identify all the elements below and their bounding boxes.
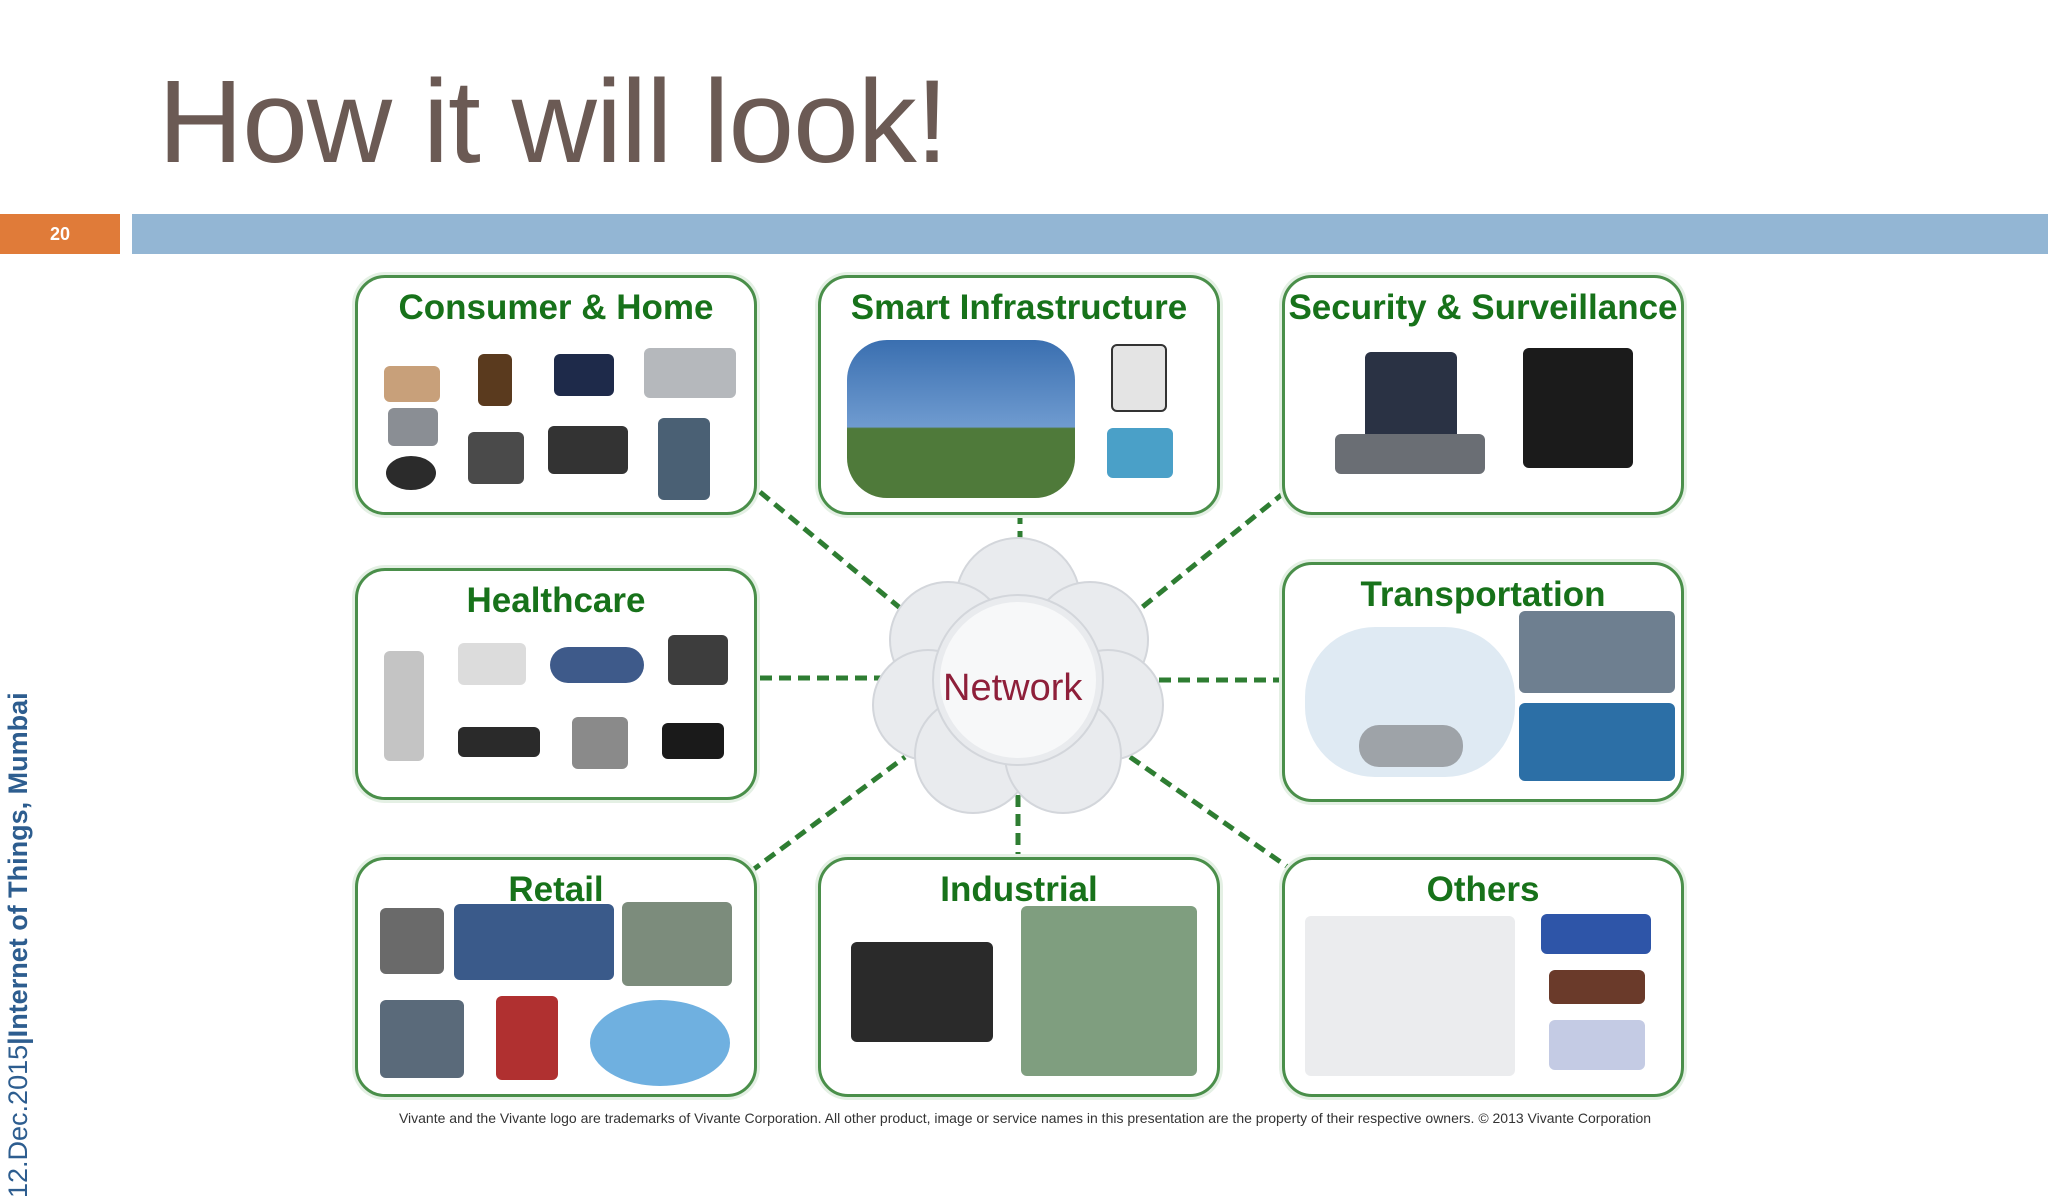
printer-icon [384, 366, 440, 402]
side-caption: 12.Dec.2015 | Internet of Things, Mumbai [0, 598, 36, 1198]
touchscreen-icon [668, 635, 728, 685]
box-title-infrastructure: Smart Infrastructure [850, 288, 1188, 327]
medical-cart-icon [384, 651, 424, 761]
box-smart-infrastructure: Smart Infrastructure [818, 275, 1220, 515]
car-interior-icon [644, 348, 736, 398]
box-title-consumer: Consumer & Home [398, 288, 714, 327]
box-title-others: Others [1426, 870, 1540, 909]
pulse-oximeter-icon [662, 723, 724, 759]
smart-display-icon [1107, 428, 1173, 478]
link-consumer [758, 490, 907, 614]
city-icon [1519, 611, 1675, 693]
car-icon [1359, 725, 1463, 767]
kiosk-stand-icon [380, 908, 444, 974]
person-icon [658, 418, 710, 500]
trademark-note: Vivante and the Vivante logo are tradema… [398, 1110, 1652, 1126]
kiosk-icon [478, 354, 512, 406]
sensor-network-icon [1305, 916, 1515, 1076]
cameras-icon [1335, 434, 1485, 474]
mesh-network-icon [1549, 1020, 1645, 1070]
slide-number: 20 [0, 214, 120, 254]
house-icon [847, 340, 1075, 498]
link-security [1128, 490, 1287, 619]
link-retail [748, 754, 907, 875]
network-label: Network [943, 667, 1083, 709]
vending-icon [496, 996, 558, 1080]
box-security-surveillance: Security & Surveillance [1282, 275, 1684, 515]
store-display-icon [454, 904, 614, 980]
box-title-healthcare: Healthcare [466, 581, 646, 620]
road-network-icon [1519, 703, 1675, 781]
box-consumer-home: Consumer & Home [355, 275, 757, 515]
monitor-icon [1365, 352, 1457, 448]
vacuum-icon [386, 456, 436, 490]
stove-icon [468, 432, 524, 484]
box-healthcare: Healthcare [355, 568, 757, 800]
hmi-panels-icon [851, 942, 993, 1042]
side-separator: | [2, 1037, 33, 1045]
smartwatch-icon [548, 426, 628, 474]
box-title-retail: Retail [508, 870, 604, 909]
link-others [1128, 754, 1297, 875]
box-transportation: Transportation [1282, 562, 1684, 802]
asset-icons [1541, 914, 1651, 954]
monitor-device-icon [550, 647, 644, 683]
box-title-industrial: Industrial [940, 870, 1098, 909]
box-retail: Retail [355, 857, 757, 1097]
agriculture-icons [1549, 970, 1645, 1004]
retail-wheel-icon [590, 1000, 730, 1086]
glucose-meter-icon [458, 643, 526, 685]
box-title-security: Security & Surveillance [1288, 288, 1678, 327]
slide-title: How it will look! [158, 56, 949, 188]
tablet-phones-icon [1523, 348, 1633, 468]
blood-pressure-icon [572, 717, 628, 769]
side-date: 12.Dec.2015 [2, 1044, 33, 1198]
box-title-transportation: Transportation [1360, 575, 1606, 614]
box-industrial: Industrial [818, 857, 1220, 1097]
title-bar [132, 214, 2048, 254]
box-others: Others [1282, 857, 1684, 1097]
shoppers-icon [380, 1000, 464, 1078]
washer-icon [388, 408, 438, 446]
wrist-monitor-icon [458, 727, 540, 757]
side-event: Internet of Things, Mumbai [2, 692, 33, 1038]
tv-icon [554, 354, 614, 396]
factory-icon [1021, 906, 1197, 1076]
iot-diagram: Network Consumer & Home Smart Infrastruc… [340, 262, 1710, 1132]
network-cloud-icon [872, 537, 1164, 814]
thermostat-panel-icon [1111, 344, 1167, 412]
shopping-icon [622, 902, 732, 986]
